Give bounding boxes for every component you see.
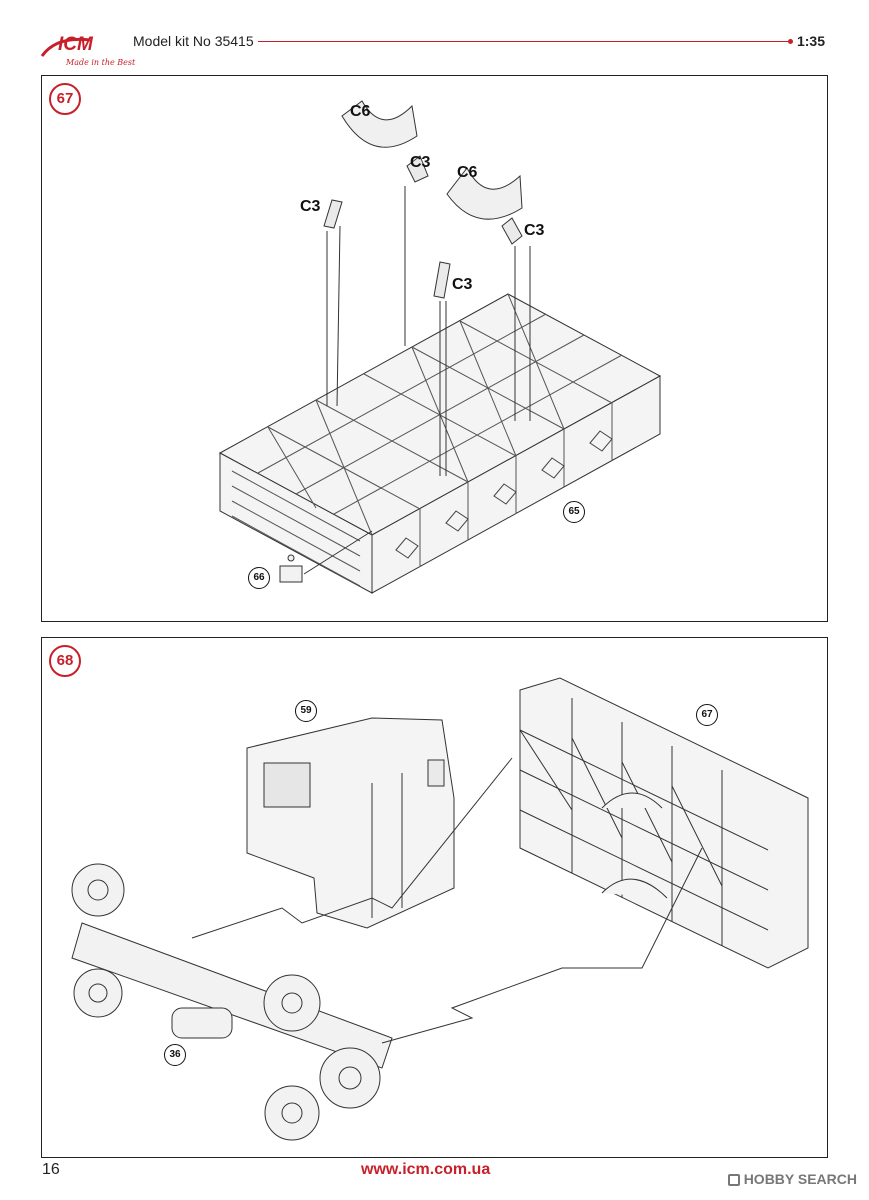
diamond-plates: [395, 430, 613, 559]
bracket-parts: [323, 155, 523, 299]
icm-logo: ICM Made in the Best: [38, 30, 135, 72]
watermark: HOBBY SEARCH: [727, 1171, 857, 1187]
part-label-c3: C3: [410, 154, 431, 171]
cargo-body-assembly: [519, 677, 809, 969]
logo-tagline: Made in the Best: [66, 58, 136, 67]
header-rule: [258, 39, 793, 44]
reference-badge-59: 59: [295, 700, 317, 722]
page-number: 16: [42, 1161, 60, 1178]
top-bracing: [257, 293, 623, 536]
website-link[interactable]: www.icm.com.ua: [361, 1161, 491, 1178]
logo-swoosh-icon: [40, 37, 91, 57]
assembly-guide-lines: [191, 757, 703, 1044]
part-label-c3: C3: [524, 222, 545, 239]
step-67-illustration: [218, 100, 662, 594]
hobby-search-logo-icon: [727, 1174, 740, 1186]
part-label-c6: C6: [457, 164, 478, 181]
side-panels: [231, 403, 613, 587]
part-label-c6: C6: [350, 103, 371, 120]
reference-badge-36: 36: [164, 1044, 186, 1066]
assembly-arrows: [326, 186, 531, 476]
part-66: [279, 530, 373, 583]
part-label-c3: C3: [300, 198, 321, 215]
step-panel-67: 67: [41, 75, 828, 622]
wheel-arch-parts: [341, 100, 523, 220]
step-number-badge: 67: [49, 83, 81, 115]
watermark-text: HOBBY SEARCH: [743, 1171, 857, 1187]
reference-badge-67: 67: [696, 704, 718, 726]
cab-assembly: [246, 717, 455, 929]
step-panel-68: 68: [41, 637, 828, 1158]
kit-label: Model kit No 35415: [133, 33, 254, 49]
reference-badge-65: 65: [563, 501, 585, 523]
chassis-assembly: [71, 863, 393, 1141]
step-68-illustration: [71, 677, 809, 1141]
scale-label: 1:35: [796, 33, 825, 49]
logo-text: ICM: [58, 34, 93, 55]
part-label-c3: C3: [452, 276, 473, 293]
step-number-badge: 68: [49, 645, 81, 677]
reference-badge-66: 66: [248, 567, 270, 589]
page-header: ICM Made in the Best Model kit No 35415 …: [0, 0, 869, 70]
